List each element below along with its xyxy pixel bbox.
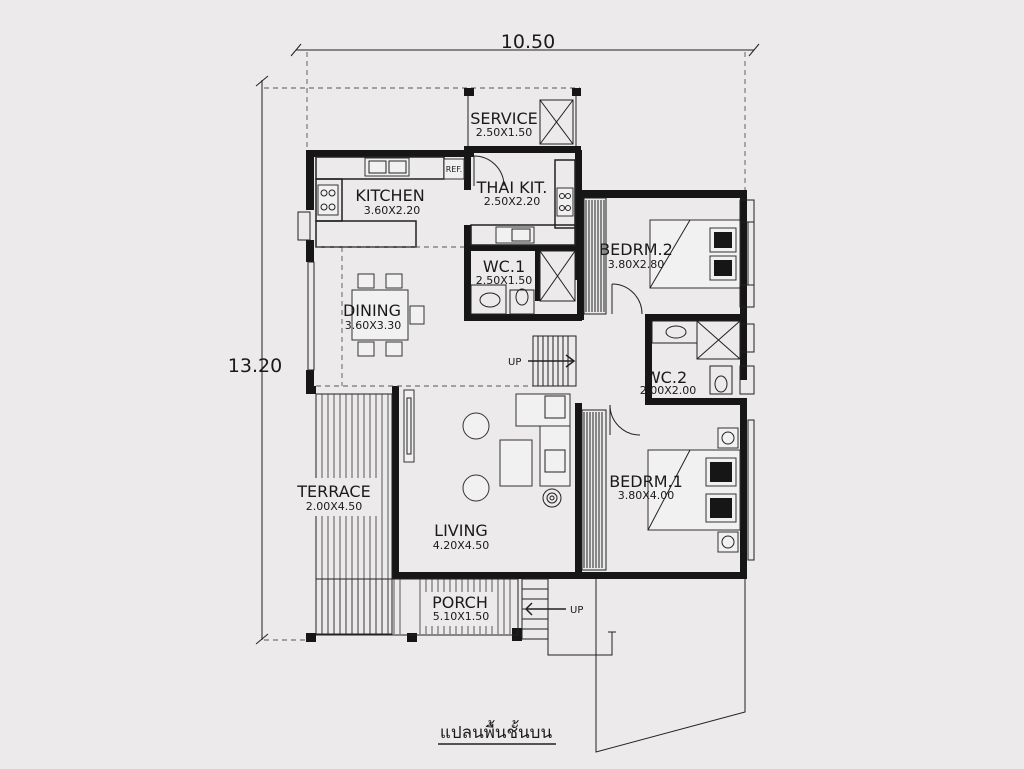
room-name-bedrm1: BEDRM.1 <box>609 472 683 491</box>
room-name-porch: PORCH <box>432 593 488 612</box>
stair-up-label: UP <box>508 357 521 368</box>
wc2-fixtures <box>609 320 755 436</box>
room-name-thai-kit: THAI KIT. <box>476 178 548 197</box>
bedroom1-furniture <box>581 409 755 571</box>
room-name-wc2: WC.2 <box>645 368 687 387</box>
room-size-living: 4.20X4.50 <box>433 539 490 552</box>
room-name-living: LIVING <box>434 521 488 540</box>
room-name-service: SERVICE <box>470 109 537 128</box>
plan-caption: แปลนพื้นชั้นบน <box>440 720 553 743</box>
room-size-service: 2.50X1.50 <box>476 126 533 139</box>
height-dimension: 13.20 <box>228 355 282 377</box>
porch-label-bg <box>424 592 496 626</box>
thai-kitchen-fixtures <box>470 155 576 246</box>
service-area <box>464 88 581 153</box>
dimension-lines <box>255 43 760 645</box>
dining-furniture <box>307 261 425 371</box>
room-size-kitchen: 3.60X2.20 <box>364 204 421 217</box>
room-size-wc2: 2.00X2.00 <box>640 384 697 397</box>
room-size-bedrm2: 3.80X2.80 <box>608 258 665 271</box>
entrance-stair <box>521 578 746 753</box>
room-name-kitchen: KITCHEN <box>355 186 424 205</box>
room-labels: SERVICE 2.50X1.50 KITCHEN 3.60X2.20 THAI… <box>296 109 696 623</box>
room-name-dining: DINING <box>343 301 401 320</box>
kitchen-fixtures <box>297 156 465 248</box>
terrace-label-bg <box>290 478 378 516</box>
room-size-thai-kit: 2.50X2.20 <box>484 195 541 208</box>
living-furniture <box>403 389 571 508</box>
stair <box>528 335 577 387</box>
bedroom2-furniture <box>583 197 755 315</box>
ref-label: REF. <box>446 165 462 174</box>
room-name-terrace: TERRACE <box>296 482 370 501</box>
room-name-bedrm2: BEDRM.2 <box>599 240 673 259</box>
room-size-wc1: 2.50X1.50 <box>476 274 533 287</box>
room-name-wc1: WC.1 <box>483 257 525 276</box>
width-dimension: 10.50 <box>501 31 555 53</box>
room-size-porch: 5.10X1.50 <box>433 610 490 623</box>
porch-up-label: UP <box>570 605 583 616</box>
room-size-bedrm1: 3.80X4.00 <box>618 489 675 502</box>
room-size-dining: 3.60X3.30 <box>345 319 402 332</box>
room-size-terrace: 2.00X4.50 <box>306 500 363 513</box>
wc1-fixtures <box>470 250 576 315</box>
